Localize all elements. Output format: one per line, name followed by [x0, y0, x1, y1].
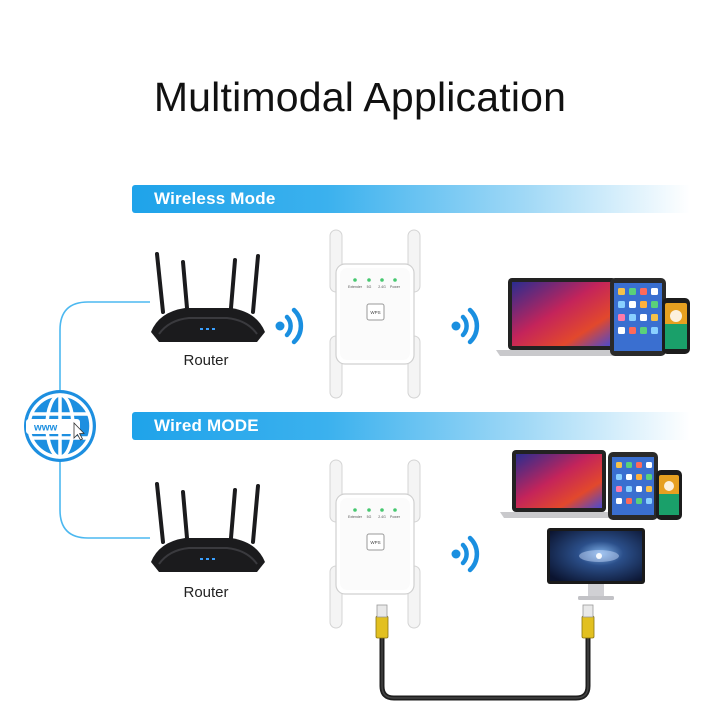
wifi-extender-icon: Extender 5G 2.4G Power WPS	[329, 229, 421, 399]
led-label: 2.4G	[378, 285, 386, 289]
globe-icon: www	[24, 390, 96, 462]
laptop-icon	[500, 450, 618, 518]
wifi-signal-icon	[451, 307, 480, 345]
router-label-wireless: Router	[183, 352, 229, 369]
smartphone-icon	[662, 298, 690, 354]
wireless-mode-label: Wireless Mode	[154, 189, 276, 208]
wireless-mode-banner: Wireless Mode	[132, 185, 690, 213]
smartphone-icon	[656, 470, 682, 520]
tablet-icon	[608, 452, 658, 520]
ethernet-cable-icon	[375, 604, 595, 701]
wifi-extender-icon: Extender 5G 2.4G Power WPS	[329, 459, 421, 629]
tablet-icon	[610, 278, 666, 356]
wifi-signal-icon	[275, 307, 304, 345]
devices-group	[500, 450, 682, 520]
router-label-wired: Router	[183, 584, 229, 601]
led-label: Extender	[348, 285, 363, 289]
devices-group	[496, 278, 690, 356]
laptop-icon	[496, 278, 628, 356]
wired-mode-banner: Wired MODE	[132, 412, 690, 440]
wps-button-label: WPS	[370, 540, 380, 545]
led-label: Power	[390, 515, 401, 519]
monitor-icon	[547, 528, 645, 600]
led-label: Power	[390, 285, 401, 289]
wifi-signal-icon	[451, 535, 480, 573]
router-icon	[151, 252, 265, 342]
wps-button-label: WPS	[370, 310, 380, 315]
led-label: 5G	[367, 285, 372, 289]
led-label: 2.4G	[378, 515, 386, 519]
led-label: 5G	[367, 515, 372, 519]
page-title: Multimodal Application	[153, 74, 567, 120]
globe-www-text: www	[33, 423, 58, 434]
router-icon	[151, 482, 265, 572]
wired-mode-label: Wired MODE	[154, 416, 259, 435]
led-label: Extender	[348, 515, 363, 519]
